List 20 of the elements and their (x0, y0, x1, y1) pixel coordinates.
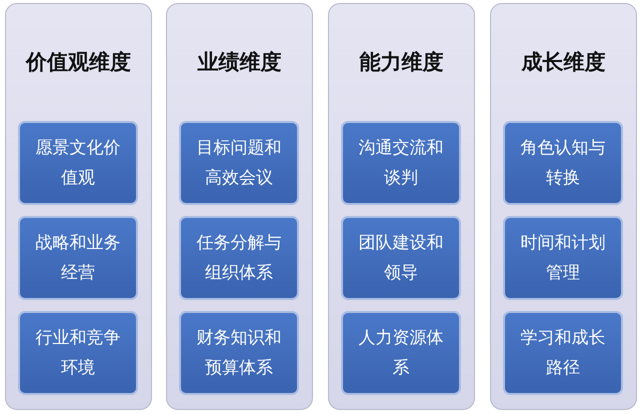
topic-box: 人力资源体系 (341, 311, 461, 395)
topic-box: 时间和计划管理 (503, 216, 623, 300)
column-title: 业绩维度 (196, 49, 282, 76)
column-title: 能力维度 (358, 49, 444, 76)
topic-box: 财务知识和预算体系 (179, 311, 299, 395)
column-panel (490, 3, 637, 410)
topic-box: 沟通交流和谈判 (341, 121, 461, 205)
topic-box: 任务分解与组织体系 (179, 216, 299, 300)
topic-box: 行业和竞争环境 (18, 311, 138, 395)
column-title: 价值观维度 (24, 49, 132, 76)
column-panel (328, 3, 475, 410)
topic-box: 学习和成长路径 (503, 311, 623, 395)
column-panel (166, 3, 313, 410)
column-title: 成长维度 (520, 49, 606, 76)
column-panel (5, 3, 152, 410)
topic-box: 角色认知与转换 (503, 121, 623, 205)
topic-box: 目标问题和高效会议 (179, 121, 299, 205)
topic-box: 战略和业务经营 (18, 216, 138, 300)
topic-box: 团队建设和领导 (341, 216, 461, 300)
topic-box: 愿景文化价值观 (18, 121, 138, 205)
